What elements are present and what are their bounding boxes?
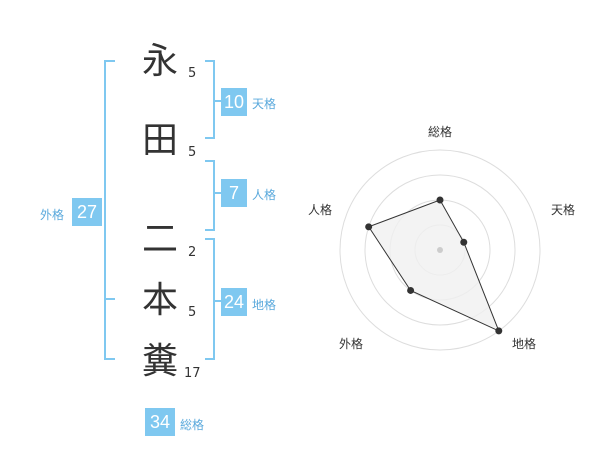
jinkaku-value: 7 — [221, 179, 247, 207]
radar-axis-label-gaikaku: 外格 — [339, 337, 364, 351]
soukaku-label: 総格 — [180, 418, 205, 432]
gaikaku-value: 27 — [72, 198, 102, 226]
radar-point-2 — [495, 327, 503, 335]
stroke-count-2: 5 — [188, 145, 197, 160]
stroke-count-4: 5 — [188, 305, 197, 320]
name-char-5: 糞 — [141, 341, 178, 382]
name-char-4: 本 — [141, 280, 178, 321]
radar-point-3 — [407, 286, 415, 294]
radar-axis-label-chikaku: 地格 — [512, 337, 537, 351]
stroke-count-3: 2 — [188, 245, 197, 260]
name-char-3: 二 — [141, 219, 178, 260]
radar-axis-label-jinkaku: 人格 — [308, 203, 333, 217]
stroke-count-1: 5 — [188, 66, 197, 81]
radar-point-0 — [436, 196, 444, 204]
radar-axis-label-soukaku: 総格 — [428, 125, 453, 139]
radar-point-4 — [365, 223, 373, 231]
radar-ring-4 — [339, 149, 541, 351]
name-char-1: 永 — [141, 41, 178, 82]
stroke-count-5: 17 — [184, 366, 201, 381]
radar-axis-label-tenkaku: 天格 — [551, 203, 576, 217]
radar-points — [365, 196, 503, 335]
radar-series-area — [367, 199, 500, 332]
radar-point-1 — [460, 238, 468, 246]
radar-ring-3 — [364, 174, 516, 326]
gaikaku-label: 外格 — [40, 208, 65, 222]
soukaku-value: 34 — [145, 408, 175, 436]
tenkaku-value: 10 — [221, 88, 247, 116]
chikaku-value: 24 — [221, 288, 247, 316]
tenkaku-label: 天格 — [252, 97, 277, 111]
jinkaku-label: 人格 — [252, 188, 277, 202]
name-char-2: 田 — [141, 120, 178, 161]
chikaku-label: 地格 — [252, 298, 277, 312]
radar-center-dot — [437, 247, 443, 253]
